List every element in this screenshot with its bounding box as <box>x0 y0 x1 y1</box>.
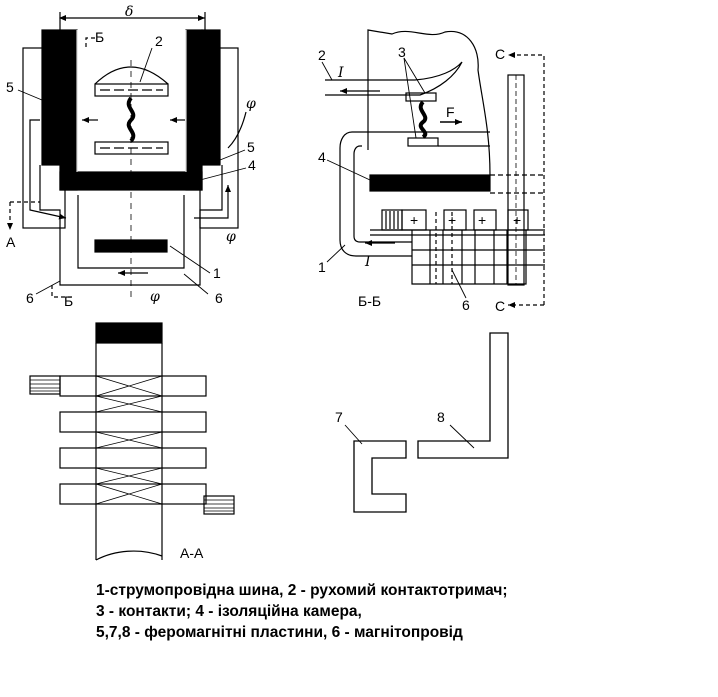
label-8: 8 <box>437 409 445 425</box>
section-c-label-top: C <box>495 46 505 62</box>
upper-busbar <box>325 61 463 96</box>
section-bb-view <box>321 29 545 308</box>
core-bottom-outline <box>411 230 527 285</box>
chamber-right-wall <box>185 29 203 191</box>
caption-line-1: 1-струмопровідна шина, 2 - рухомий конта… <box>96 582 508 599</box>
section-b-bottom-leader <box>51 285 72 298</box>
caption-line-2: 3 - контакти; 4 - ізоляційна камера, <box>96 603 362 620</box>
contact-holder-dome <box>94 66 169 85</box>
section-a-label: A <box>6 234 16 250</box>
lower-busbar-inner <box>353 145 412 243</box>
chamber-break-outline <box>367 29 491 176</box>
aa-plate-3 <box>59 447 207 469</box>
phi-label-right: φ <box>246 96 256 112</box>
aa-plate-1 <box>59 375 207 397</box>
chamber-bar-bb <box>369 174 491 192</box>
magnetic-core-outer <box>39 165 223 286</box>
flux-phi-leader <box>227 111 247 149</box>
phi-label-bottom: φ <box>150 289 160 305</box>
section-b-top-leader <box>85 37 96 47</box>
chamber-top-aa <box>95 322 163 344</box>
label-1-front: 1 <box>213 265 221 281</box>
plate-7 <box>353 440 407 513</box>
contact-upper <box>94 83 169 97</box>
label-2-bb: 2 <box>318 47 326 63</box>
chamber-left-outer <box>41 29 61 166</box>
label-7: 7 <box>335 409 343 425</box>
plus-sign-2: + <box>448 212 456 228</box>
aa-plate-4 <box>59 483 207 505</box>
section-aa-view <box>29 322 235 561</box>
flux-path-right <box>194 185 231 219</box>
plus-sign-3: + <box>478 212 486 228</box>
section-c-label-bottom: C <box>495 298 505 314</box>
label-5-left: 5 <box>6 79 14 95</box>
label-6-left: 6 <box>26 290 34 306</box>
contact-upper-bb <box>405 92 437 102</box>
label-6-bb: 6 <box>462 297 470 313</box>
plus-sign-4: + <box>513 212 521 228</box>
section-b-bottom-label: Б <box>64 293 73 309</box>
legend-caption: 1-струмопровідна шина, 2 - рухомий конта… <box>96 580 508 643</box>
caption-line-3: 5,7,8 - феромагнітні пластини, 6 - магні… <box>96 624 463 641</box>
label-1-bb: 1 <box>318 259 326 275</box>
section-break-aa <box>95 550 163 561</box>
plates-7-8 <box>344 332 509 513</box>
section-c-top-arrow <box>508 52 545 305</box>
plus-sign-1: + <box>410 212 418 228</box>
current-label-bottom: I <box>364 254 371 270</box>
magnetic-core-inner <box>77 195 185 269</box>
lower-busbar-loop <box>339 131 412 257</box>
chamber-left-wall <box>59 29 78 191</box>
terminal-left <box>29 375 61 395</box>
contact-lower-bb <box>407 137 439 147</box>
force-label: F <box>446 104 455 120</box>
chamber-right-outer <box>201 29 221 166</box>
aa-plate-2 <box>59 411 207 433</box>
label-2-front: 2 <box>155 33 163 49</box>
plate-8 <box>417 332 509 459</box>
label-4-front: 4 <box>248 157 256 173</box>
flux-path-left <box>29 119 67 220</box>
label-3-bb: 3 <box>398 44 406 60</box>
section-bb-title: Б-Б <box>358 293 381 309</box>
phi-label-lower-right: φ <box>226 229 236 245</box>
terminal-right <box>203 495 235 515</box>
label-5-right: 5 <box>247 139 255 155</box>
section-aa-title: А-А <box>180 545 204 561</box>
label-4-bb: 4 <box>318 149 326 165</box>
current-label-top: I <box>337 65 344 81</box>
section-b-top-label: Б <box>95 29 104 45</box>
hatch-block <box>381 209 403 231</box>
front-view <box>7 12 247 300</box>
busbar-1-front <box>94 239 168 253</box>
delta-label: δ <box>125 4 133 20</box>
arc-bb <box>418 100 428 139</box>
label-6-right: 6 <box>215 290 223 306</box>
contact-lower <box>94 141 169 155</box>
